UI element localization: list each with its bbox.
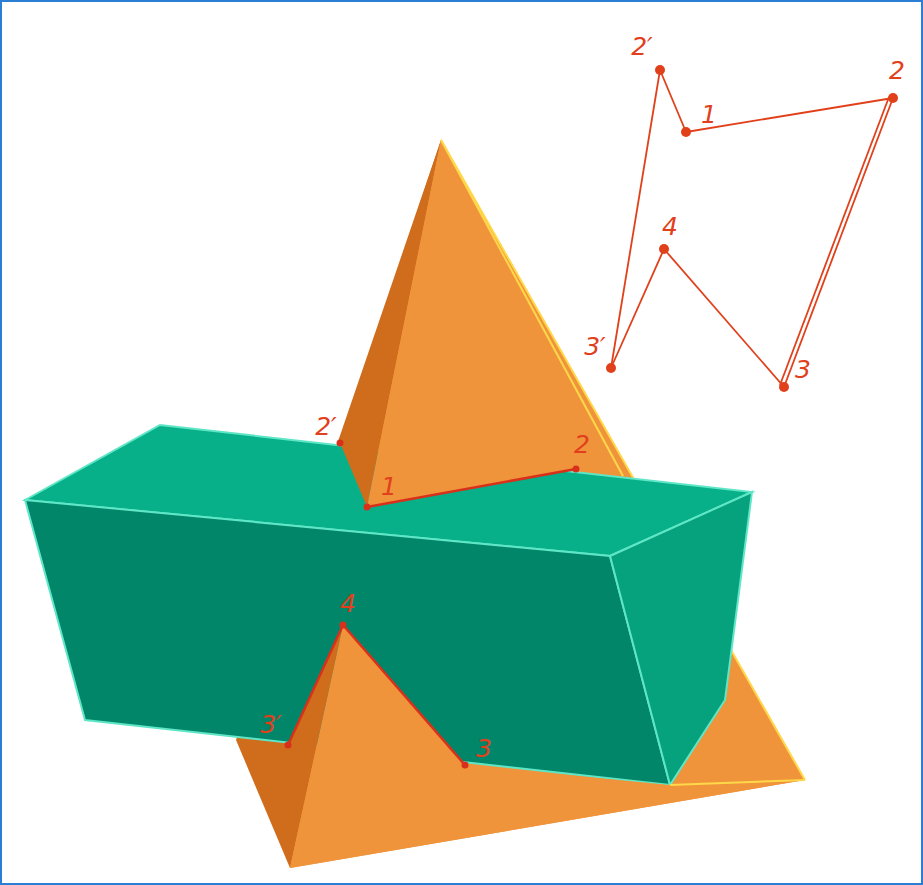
point-label: 2′ <box>315 414 337 439</box>
pyramid-edge <box>441 140 623 476</box>
section-polyline <box>611 70 893 387</box>
section-point <box>606 65 898 392</box>
point-label: 2 <box>889 58 905 83</box>
intersection-line <box>288 469 576 765</box>
pyramid-edge <box>670 780 805 785</box>
point-label: 4 <box>340 591 356 616</box>
point-label: 3 <box>476 736 492 761</box>
point-label: 3 <box>795 357 811 382</box>
point-label: 2′ <box>631 34 653 59</box>
pyramid-light-face <box>290 625 805 868</box>
point-label: 1 <box>701 102 717 127</box>
point-label: 2 <box>574 432 590 457</box>
point-label: 3′ <box>584 334 606 359</box>
point-label: 4 <box>662 214 678 239</box>
intersection-point <box>285 440 580 769</box>
prism-side-face <box>610 492 752 785</box>
point-label: 3′ <box>260 712 282 737</box>
pyramid-light-face <box>367 140 623 507</box>
point-label: 1 <box>381 474 397 499</box>
